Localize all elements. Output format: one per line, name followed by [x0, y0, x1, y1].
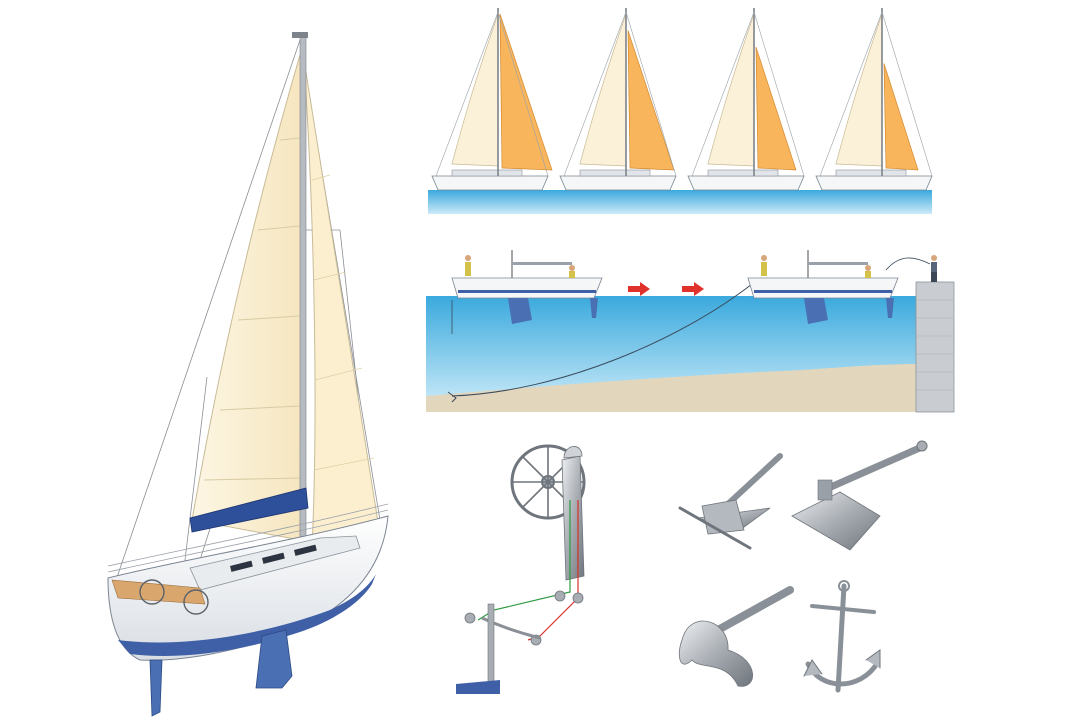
- headsail-seams: [311, 174, 375, 471]
- plough-anchor-icon: [678, 453, 783, 550]
- boom-cover: [189, 487, 309, 533]
- deck-cabin: [189, 535, 361, 591]
- claw-anchor-icon: [678, 586, 794, 687]
- rig-configuration-3: [687, 8, 805, 191]
- mainsail-battens: [203, 137, 301, 481]
- crew-figure: [465, 255, 471, 261]
- mainsail: [191, 47, 303, 541]
- admiralty-anchor-icon: [803, 580, 881, 693]
- rig-mainsail: [835, 13, 883, 167]
- rig-forestay: [497, 11, 549, 177]
- crew-figure-body: [465, 262, 471, 276]
- masthead: [292, 32, 308, 38]
- rig-hull: [431, 175, 549, 191]
- crew-figure-stern: [569, 265, 575, 271]
- sail-configuration-panel: [428, 8, 933, 214]
- rig-hull: [815, 175, 933, 191]
- rig-cabin: [579, 169, 651, 177]
- rig-backstay: [691, 11, 755, 177]
- crew-figure: [761, 255, 767, 261]
- moored-boat-stripe: [458, 290, 596, 293]
- moored-boat-rudder: [886, 298, 894, 318]
- mast: [299, 35, 307, 549]
- rudder-stock: [487, 603, 495, 685]
- quadrant-arm: [481, 616, 541, 640]
- rig-mainsail: [451, 13, 499, 167]
- rig-configuration-2: [559, 8, 677, 191]
- rig-headsail: [883, 63, 919, 171]
- seabed: [426, 364, 916, 412]
- direction-arrow-icon: [628, 282, 650, 296]
- rig-forestay: [881, 11, 933, 177]
- moored-boat-bimini: [808, 262, 868, 265]
- rig-headsail: [627, 30, 675, 171]
- rig-forestay: [625, 11, 677, 177]
- guard-rails: [107, 503, 389, 573]
- anchor-types: [678, 440, 928, 693]
- rig-cabin: [707, 169, 779, 177]
- wheel-steering-system: [456, 444, 586, 694]
- rig-mainsail: [579, 13, 627, 167]
- rig-backstay: [435, 11, 499, 177]
- hero-sailboat: [107, 32, 389, 717]
- rig-configuration-1: [431, 8, 553, 191]
- hero-rudder: [149, 659, 163, 717]
- sea-strip: [428, 190, 932, 214]
- moored-boat-keel: [804, 298, 828, 324]
- rig-configuration-4: [815, 8, 933, 191]
- rig-headsail: [755, 46, 797, 171]
- hero-keel: [255, 629, 293, 689]
- moored-boat-bimini: [512, 262, 572, 265]
- hinged-plough-anchor-icon: [791, 440, 928, 551]
- rig-cabin: [451, 169, 523, 177]
- rig-mainsail: [707, 13, 755, 167]
- rig-cabin: [835, 169, 907, 177]
- quay-crew-figure: [931, 255, 937, 282]
- anchor-rode: [451, 283, 753, 397]
- rig-forestay: [753, 11, 805, 177]
- helm-wheels: [139, 579, 209, 615]
- crew-figure-stern: [865, 265, 871, 271]
- moored-boat-1: [451, 250, 603, 324]
- headsail: [303, 59, 379, 549]
- stern-mooring-scene: [426, 250, 955, 413]
- rudder-blade: [456, 680, 500, 694]
- compass-dome: [563, 446, 583, 459]
- rig-backstay: [563, 11, 627, 177]
- crew-figure-stern-body: [569, 271, 575, 278]
- crew-figure-body: [761, 262, 767, 276]
- rig-hull: [687, 175, 805, 191]
- quay-bricks: [916, 299, 954, 391]
- rig-backstay: [819, 11, 883, 177]
- seabed-anchor-icon: [447, 391, 457, 403]
- binnacle-pedestal: [561, 455, 585, 581]
- moored-boat-keel: [508, 298, 532, 324]
- teak-deck: [111, 579, 206, 605]
- moored-boat-hull: [747, 277, 899, 299]
- crew-figure-stern-body: [865, 271, 871, 278]
- moored-boat-2: [747, 250, 899, 324]
- cabin-windows: [229, 544, 317, 572]
- rig-headsail: [499, 13, 553, 171]
- hull-stripe: [118, 574, 376, 656]
- moored-boat-stripe: [754, 290, 892, 293]
- direction-arrow-icon: [682, 282, 704, 296]
- moored-boat-hull: [451, 277, 603, 299]
- rig-hull: [559, 175, 677, 191]
- moored-boat-rudder: [590, 298, 598, 318]
- quay-wall: [915, 281, 955, 413]
- mooring-line-to-quay: [885, 257, 931, 271]
